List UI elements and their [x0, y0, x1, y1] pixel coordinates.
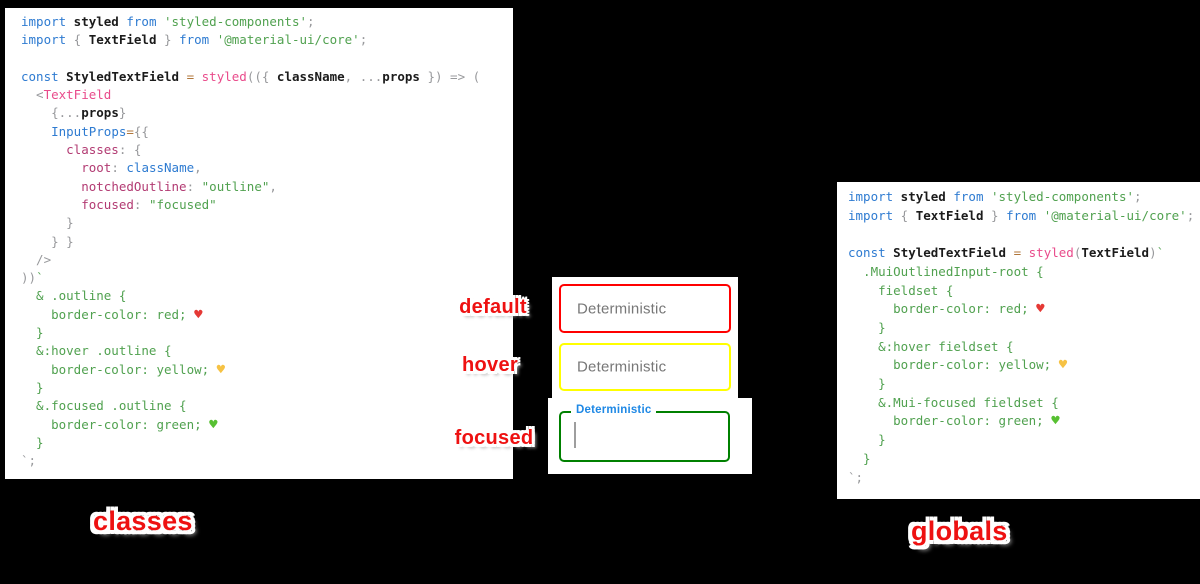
code-line: &:hover .outline { [21, 343, 172, 359]
code-line: {...props} [21, 105, 127, 121]
code-line: } [21, 215, 74, 231]
code-line: border-color: green; ♥ [21, 416, 218, 433]
state-label-focused: focused [454, 427, 534, 449]
text-cursor [574, 422, 576, 448]
code-line: &.focused .outline { [21, 398, 187, 414]
code-line: const StyledTextField = styled(TextField… [848, 245, 1165, 261]
code-line: } [21, 379, 44, 395]
code-line: InputProps={{ [51, 123, 149, 139]
code-line: &:hover fieldset { [848, 338, 1014, 354]
code-line: } [848, 432, 886, 448]
code-line: } [848, 319, 886, 335]
code-panel-globals: import styled from 'styled-components'; i… [837, 182, 1200, 499]
code-line: root: className, [81, 160, 202, 176]
code-line: notchedOutline: "outline", [81, 178, 277, 194]
code-line: & .outline { [21, 288, 127, 304]
textfield-default-label: Deterministic [577, 300, 667, 317]
state-label-hover: hover [462, 354, 518, 376]
code-line: } [21, 434, 44, 450]
code-line: const StyledTextField = styled(({ classN… [21, 68, 481, 84]
code-line: } [21, 325, 44, 341]
textfield-card-focused: Deterministic [548, 398, 752, 474]
code-line: import styled from 'styled-components'; [848, 189, 1142, 204]
caption-classes: classes [93, 506, 193, 536]
code-line: border-color: green; ♥ [848, 413, 1060, 430]
code-line: .MuiOutlinedInput-root { [848, 263, 1044, 279]
code-line: ))` [21, 270, 44, 286]
code-line: border-color: yellow; ♥ [21, 361, 226, 378]
textfield-default[interactable]: Deterministic [559, 284, 731, 333]
code-line: focused: "focused" [81, 196, 217, 212]
code-panel-classes: import styled from 'styled-components'; i… [5, 8, 513, 479]
textfield-focused-label: Deterministic [571, 404, 657, 416]
code-line: } [848, 376, 886, 392]
caption-globals: globals [911, 516, 1008, 546]
code-line: fieldset { [848, 282, 954, 298]
textfield-focused[interactable]: Deterministic [559, 404, 730, 462]
code-line [21, 50, 513, 68]
textfield-hover-label: Deterministic [577, 358, 667, 376]
code-line: `; [848, 469, 864, 485]
textfield-card-default-hover: Deterministic Deterministic [552, 277, 738, 398]
code-line: /> [21, 251, 52, 267]
code-line: <TextField [21, 87, 112, 103]
code-line: import { TextField } from '@material-ui/… [848, 207, 1195, 223]
code-line: &.Mui-focused fieldset { [848, 394, 1059, 410]
code-line: } } [21, 233, 74, 249]
code-line: `; [21, 453, 37, 469]
code-line: border-color: red; ♥ [21, 306, 203, 323]
code-line: classes: { [66, 142, 142, 158]
code-line [848, 225, 1200, 244]
code-line: import styled from 'styled-components'; [21, 14, 315, 29]
code-line: } [848, 450, 871, 466]
code-line: import { TextField } from '@material-ui/… [21, 32, 368, 48]
state-label-default: default [459, 296, 527, 318]
textfield-hover[interactable]: Deterministic [559, 343, 731, 391]
code-line: border-color: red; ♥ [848, 301, 1045, 318]
code-line: border-color: yellow; ♥ [848, 357, 1068, 374]
